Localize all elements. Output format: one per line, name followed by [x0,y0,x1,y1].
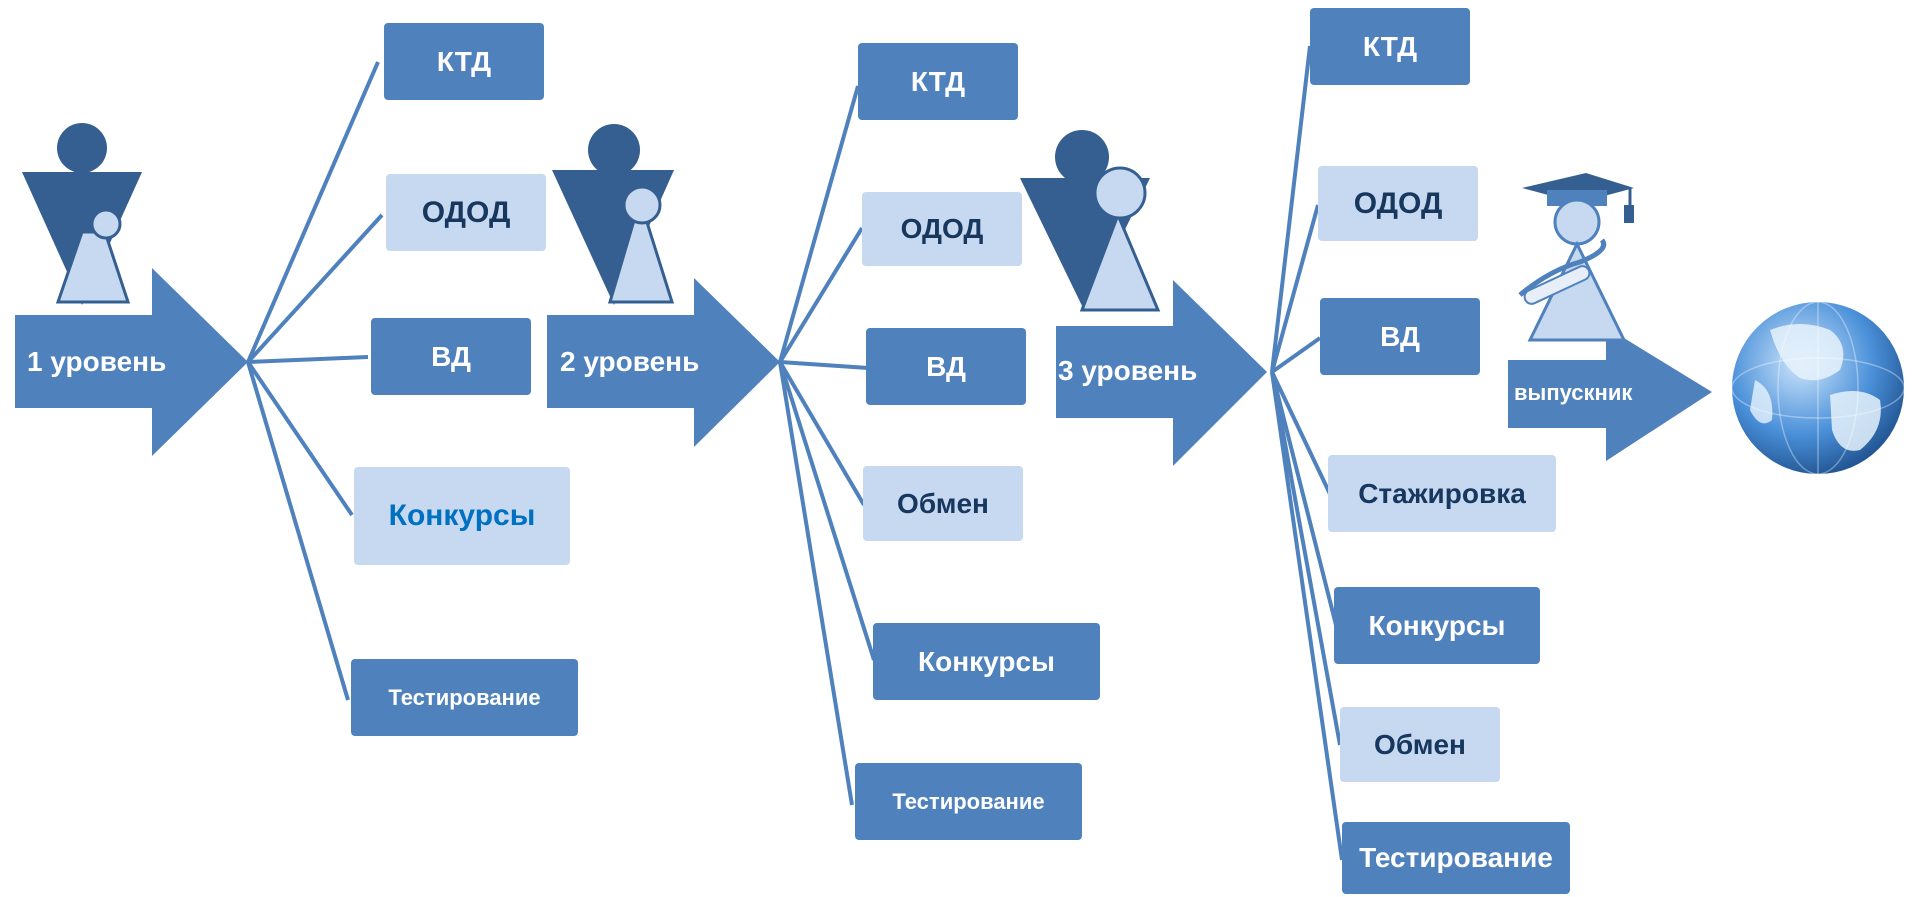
level3-contests-box: Конкурсы [1334,587,1540,664]
level3-ktd-box: КТД [1310,8,1470,85]
level3-vd-box: ВД [1320,298,1480,375]
connector-line [1270,336,1322,374]
level3-testing-box: Тестирование [1342,822,1570,894]
connector-line [778,85,860,363]
person-icon [1020,130,1161,312]
graduate-label: выпускник [1514,380,1633,405]
person-icon [22,123,142,305]
connector-line [778,361,876,661]
connector-line [246,61,380,363]
connector-line [778,360,866,507]
level1-testing-box: Тестирование [351,659,578,736]
level-2-label: 2 уровень [560,346,700,377]
level1-contests-box: Конкурсы [354,467,570,565]
connector-line [1270,371,1344,861]
level3-odod-box: ОДОД [1318,166,1478,241]
connector-line [246,360,354,517]
level1-vd-box: ВД [371,318,531,395]
level3-exchange-box: Обмен [1340,707,1500,782]
connector-line [246,213,384,364]
globe-icon [1731,301,1905,475]
connector-line [246,361,350,701]
connector-line [1270,371,1338,626]
level-arrow [1056,280,1267,466]
connector-line [778,226,864,364]
level1-odod-box: ОДОД [386,174,546,251]
connector-line [778,361,854,806]
level2-testing-box: Тестирование [855,763,1082,840]
level-arrow [547,278,780,447]
level2-exchange-box: Обмен [863,466,1023,541]
level-3-label: 3 уровень [1058,355,1198,386]
level2-ktd-box: КТД [858,43,1018,120]
level-arrow [15,268,248,456]
connector-line [779,360,869,370]
connector-line [1270,45,1312,373]
level1-ktd-box: КТД [384,23,544,100]
connector-line [1270,371,1332,495]
level-arrow [1508,327,1712,461]
level3-internship-box: Стажировка [1328,455,1556,532]
level2-odod-box: ОДОД [862,192,1022,266]
connector-line [247,355,369,364]
level-1-label: 1 уровень [27,346,167,377]
level2-vd-box: ВД [866,328,1026,405]
person-icon [552,124,675,305]
connector-line [1270,204,1320,373]
connector-line [1270,371,1342,746]
graduate-icon [1518,173,1634,342]
level2-contests-box: Конкурсы [873,623,1100,700]
